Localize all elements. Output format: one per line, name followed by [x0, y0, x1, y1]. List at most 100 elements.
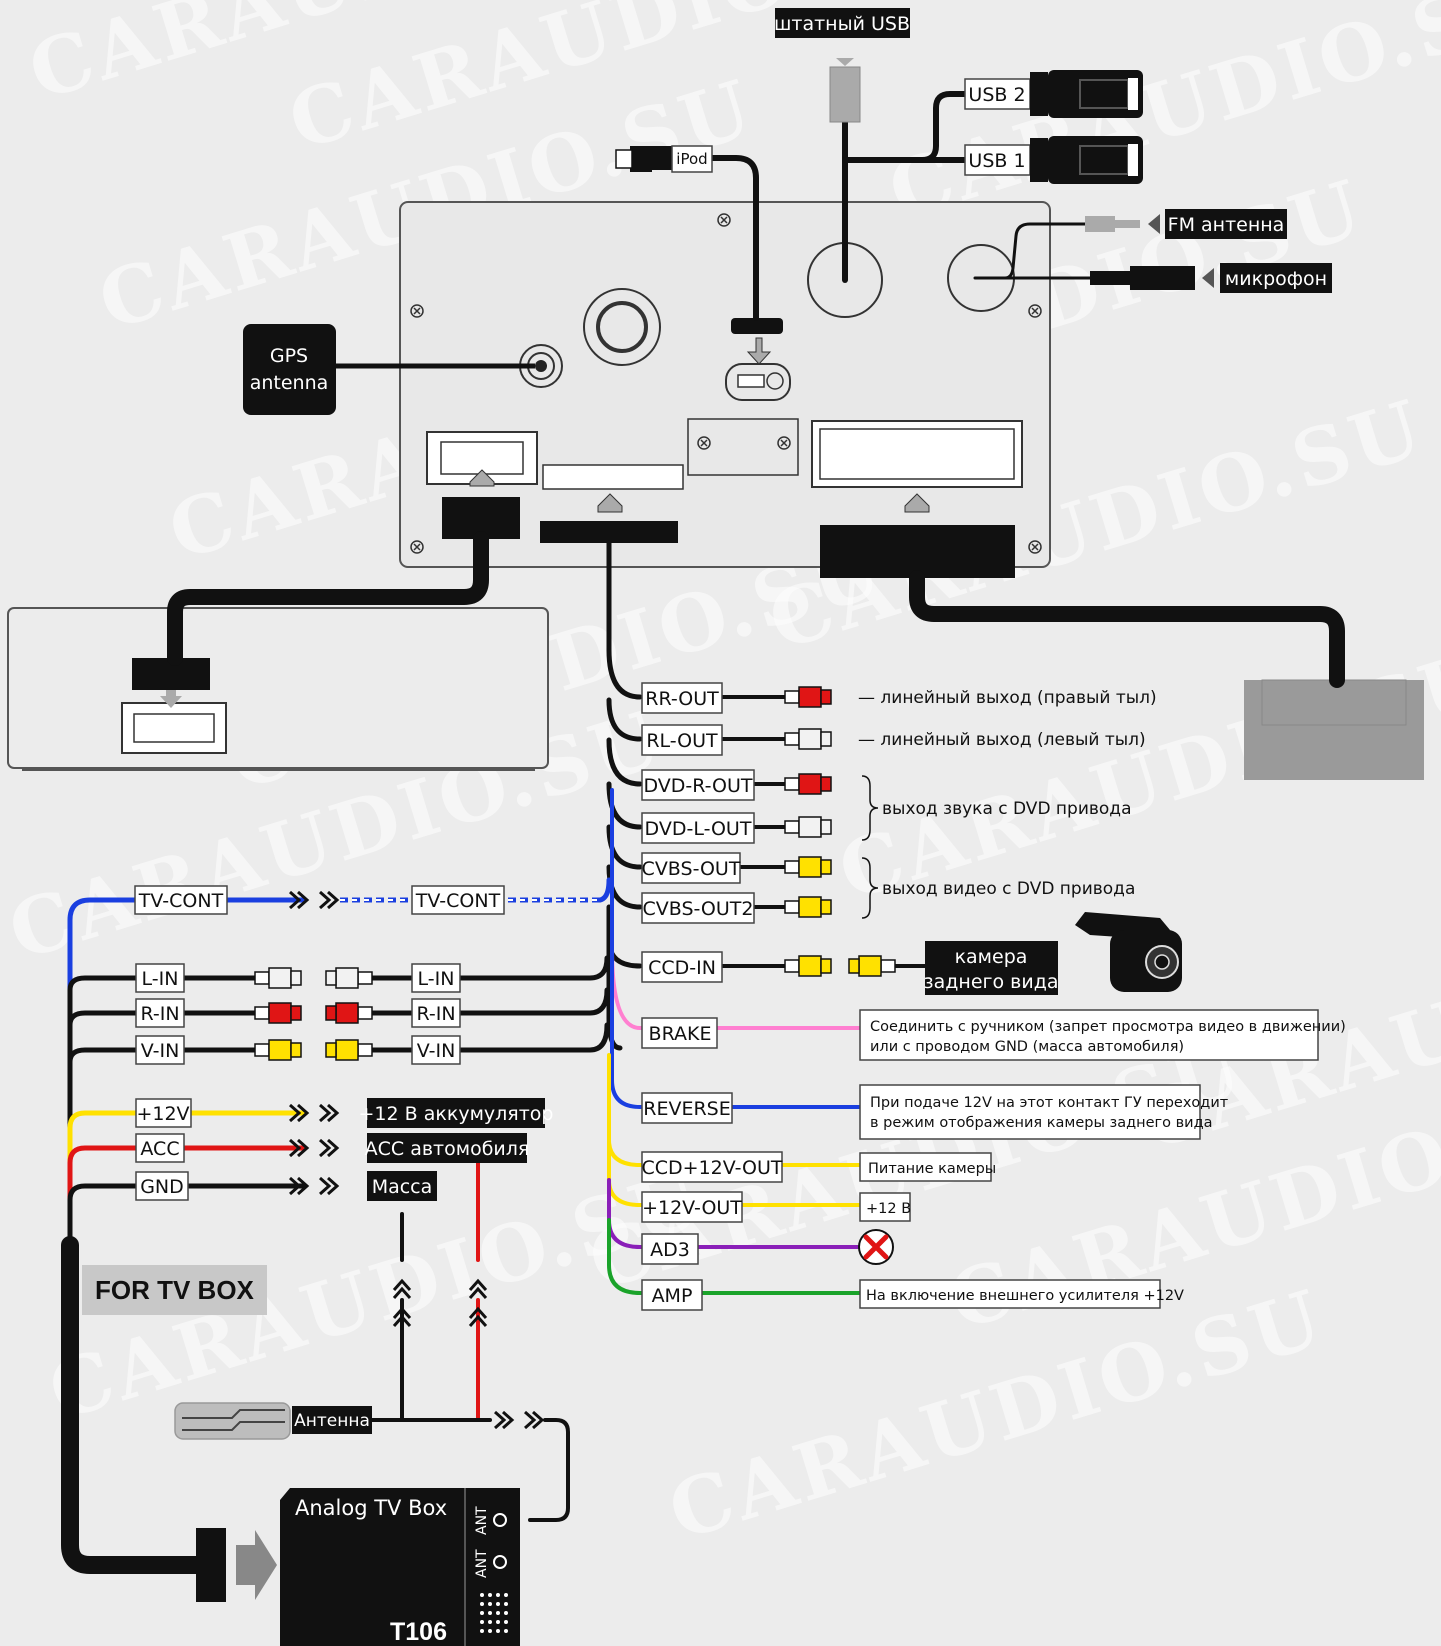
for-tv-box-label: FOR TV BOX	[95, 1275, 255, 1305]
harness-cable-right	[909, 570, 1345, 688]
tv-cont-label: TV-CONT	[415, 890, 501, 912]
battery-label: +12 В аккумулятор	[359, 1103, 554, 1125]
for-tv-box-banner	[82, 1265, 267, 1315]
cvbs-out-label: CVBS-OUT	[642, 858, 741, 880]
cvbs-out2-rca-plug	[784, 896, 832, 918]
rl-out-rca-plug	[784, 728, 832, 750]
camera-label: камера	[955, 946, 1028, 968]
gps-antenna	[243, 324, 336, 415]
plus12v-note-box	[859, 1192, 911, 1222]
amp-label: AMP	[652, 1285, 693, 1307]
middle-plug	[540, 521, 678, 543]
l-in-label: L-IN	[142, 968, 179, 990]
ipod-label-box	[671, 145, 713, 173]
tv-cont-label-box	[134, 885, 228, 915]
dvd-l-out-label: DVD-L-OUT	[645, 818, 752, 840]
plus12v-label-box	[135, 1098, 192, 1128]
dvd-audio-brace	[861, 775, 879, 841]
ant-port-label: ANT	[474, 1549, 490, 1578]
amp-label-box	[641, 1279, 703, 1311]
r-in-label-box	[411, 998, 461, 1028]
camera-label-box	[925, 941, 1058, 995]
ccd-12v-out-label: CCD+12V-OUT	[642, 1157, 783, 1179]
r-in-label-box	[135, 998, 185, 1028]
rr-out-description: — линейный выход (правый тыл)	[858, 688, 1157, 708]
usb2-label: USB 2	[968, 84, 1025, 106]
fm-antenna-plug	[1085, 216, 1115, 232]
fm-antenna-label-box	[1165, 209, 1287, 239]
tv-box-model: T106	[390, 1618, 447, 1646]
ad3-label-box	[641, 1233, 699, 1265]
tv-antenna-connector	[174, 1402, 291, 1440]
reverse-label: REVERSE	[643, 1098, 730, 1120]
rr-out-label: RR-OUT	[645, 688, 719, 710]
reverse-label-box	[641, 1092, 733, 1124]
dvd-video-brace	[861, 857, 879, 919]
plus12v-note: +12 В	[866, 1201, 911, 1217]
not-connected-icon	[858, 1229, 894, 1265]
stock-usb-label-box	[775, 8, 910, 38]
antenna-label: Антенна	[294, 1411, 370, 1431]
cvbs-out-label-box	[641, 852, 741, 884]
ipod-plug	[731, 318, 783, 334]
dvd-l-out-label-box	[641, 812, 755, 844]
gnd-label-box	[135, 1171, 189, 1201]
r-in-label: R-IN	[140, 1003, 179, 1025]
dvd-r-out-label: DVD-R-OUT	[643, 775, 752, 797]
ipod-cable	[707, 155, 759, 321]
stock-usb-label: штатный USB	[774, 13, 910, 35]
plus12v-label: +12V	[136, 1103, 189, 1125]
rl-out-label: RL-OUT	[646, 730, 718, 752]
tv-box-wiring	[61, 877, 612, 1574]
usb2-socket	[1030, 70, 1143, 118]
cvbs-out2-label-box	[641, 892, 755, 924]
microphone-label-box	[1220, 263, 1332, 293]
gps-label: GPS	[270, 345, 308, 367]
amp-note-box	[859, 1279, 1161, 1309]
ccd-power-note: Питание камеры	[868, 1161, 996, 1177]
usb1-label: USB 1	[968, 150, 1025, 172]
cvbs-out2-label: CVBS-OUT2	[643, 898, 754, 920]
car-factory-unit	[7, 607, 549, 771]
l-in-label: L-IN	[418, 968, 455, 990]
ant-port-label: ANT	[474, 1506, 490, 1535]
rear-camera-icon	[1075, 912, 1182, 992]
rr-out-label-box	[641, 682, 723, 714]
ipod-label: iPod	[676, 150, 707, 168]
v-in-label-box	[135, 1035, 185, 1065]
acc-label: ACC	[140, 1138, 179, 1160]
reverse-note: При подаче 12V на этот контакт ГУ перехо…	[870, 1095, 1229, 1111]
acc-car-label: АСС автомобиля	[365, 1138, 530, 1160]
acc-car-label-box	[367, 1133, 527, 1163]
ad3-label: AD3	[650, 1239, 690, 1261]
v-in-label: V-IN	[417, 1040, 456, 1062]
dvd-l-out-rca-plug	[784, 816, 832, 838]
tv-cont-label-box	[411, 885, 505, 915]
dvd-audio-description: выход звука с DVD привода	[882, 799, 1131, 819]
microphone-label: микрофон	[1225, 268, 1327, 290]
ground-label-box	[367, 1171, 437, 1201]
harness-cable-left	[167, 531, 489, 666]
r-in-label: R-IN	[416, 1003, 455, 1025]
head-unit-back-panel	[399, 201, 1051, 568]
battery-label-box	[367, 1098, 545, 1128]
tv-cont-label: TV-CONT	[138, 890, 224, 912]
ipod-plug-head	[630, 146, 652, 172]
gnd-label: GND	[140, 1176, 184, 1198]
rr-out-rca-plug	[784, 686, 832, 708]
amp-note: На включение внешнего усилителя +12V	[866, 1288, 1184, 1304]
rl-out-label-box	[641, 724, 723, 756]
l-in-label-box	[411, 963, 461, 993]
microphone-plug	[1090, 271, 1130, 285]
brake-note-box	[859, 1009, 1319, 1061]
brake-label-box	[641, 1017, 718, 1049]
brake-note: Соединить с ручником (запрет просмотра в…	[870, 1019, 1346, 1035]
ccd-in-rca-plug	[784, 955, 832, 977]
fm-antenna-label: FM антенна	[1168, 214, 1285, 236]
usb1-socket	[1030, 136, 1143, 184]
ccd-in-label: CCD-IN	[648, 957, 716, 979]
l-in-label-box	[135, 963, 185, 993]
dvd-r-out-rca-plug	[784, 773, 832, 795]
v-in-label: V-IN	[141, 1040, 180, 1062]
